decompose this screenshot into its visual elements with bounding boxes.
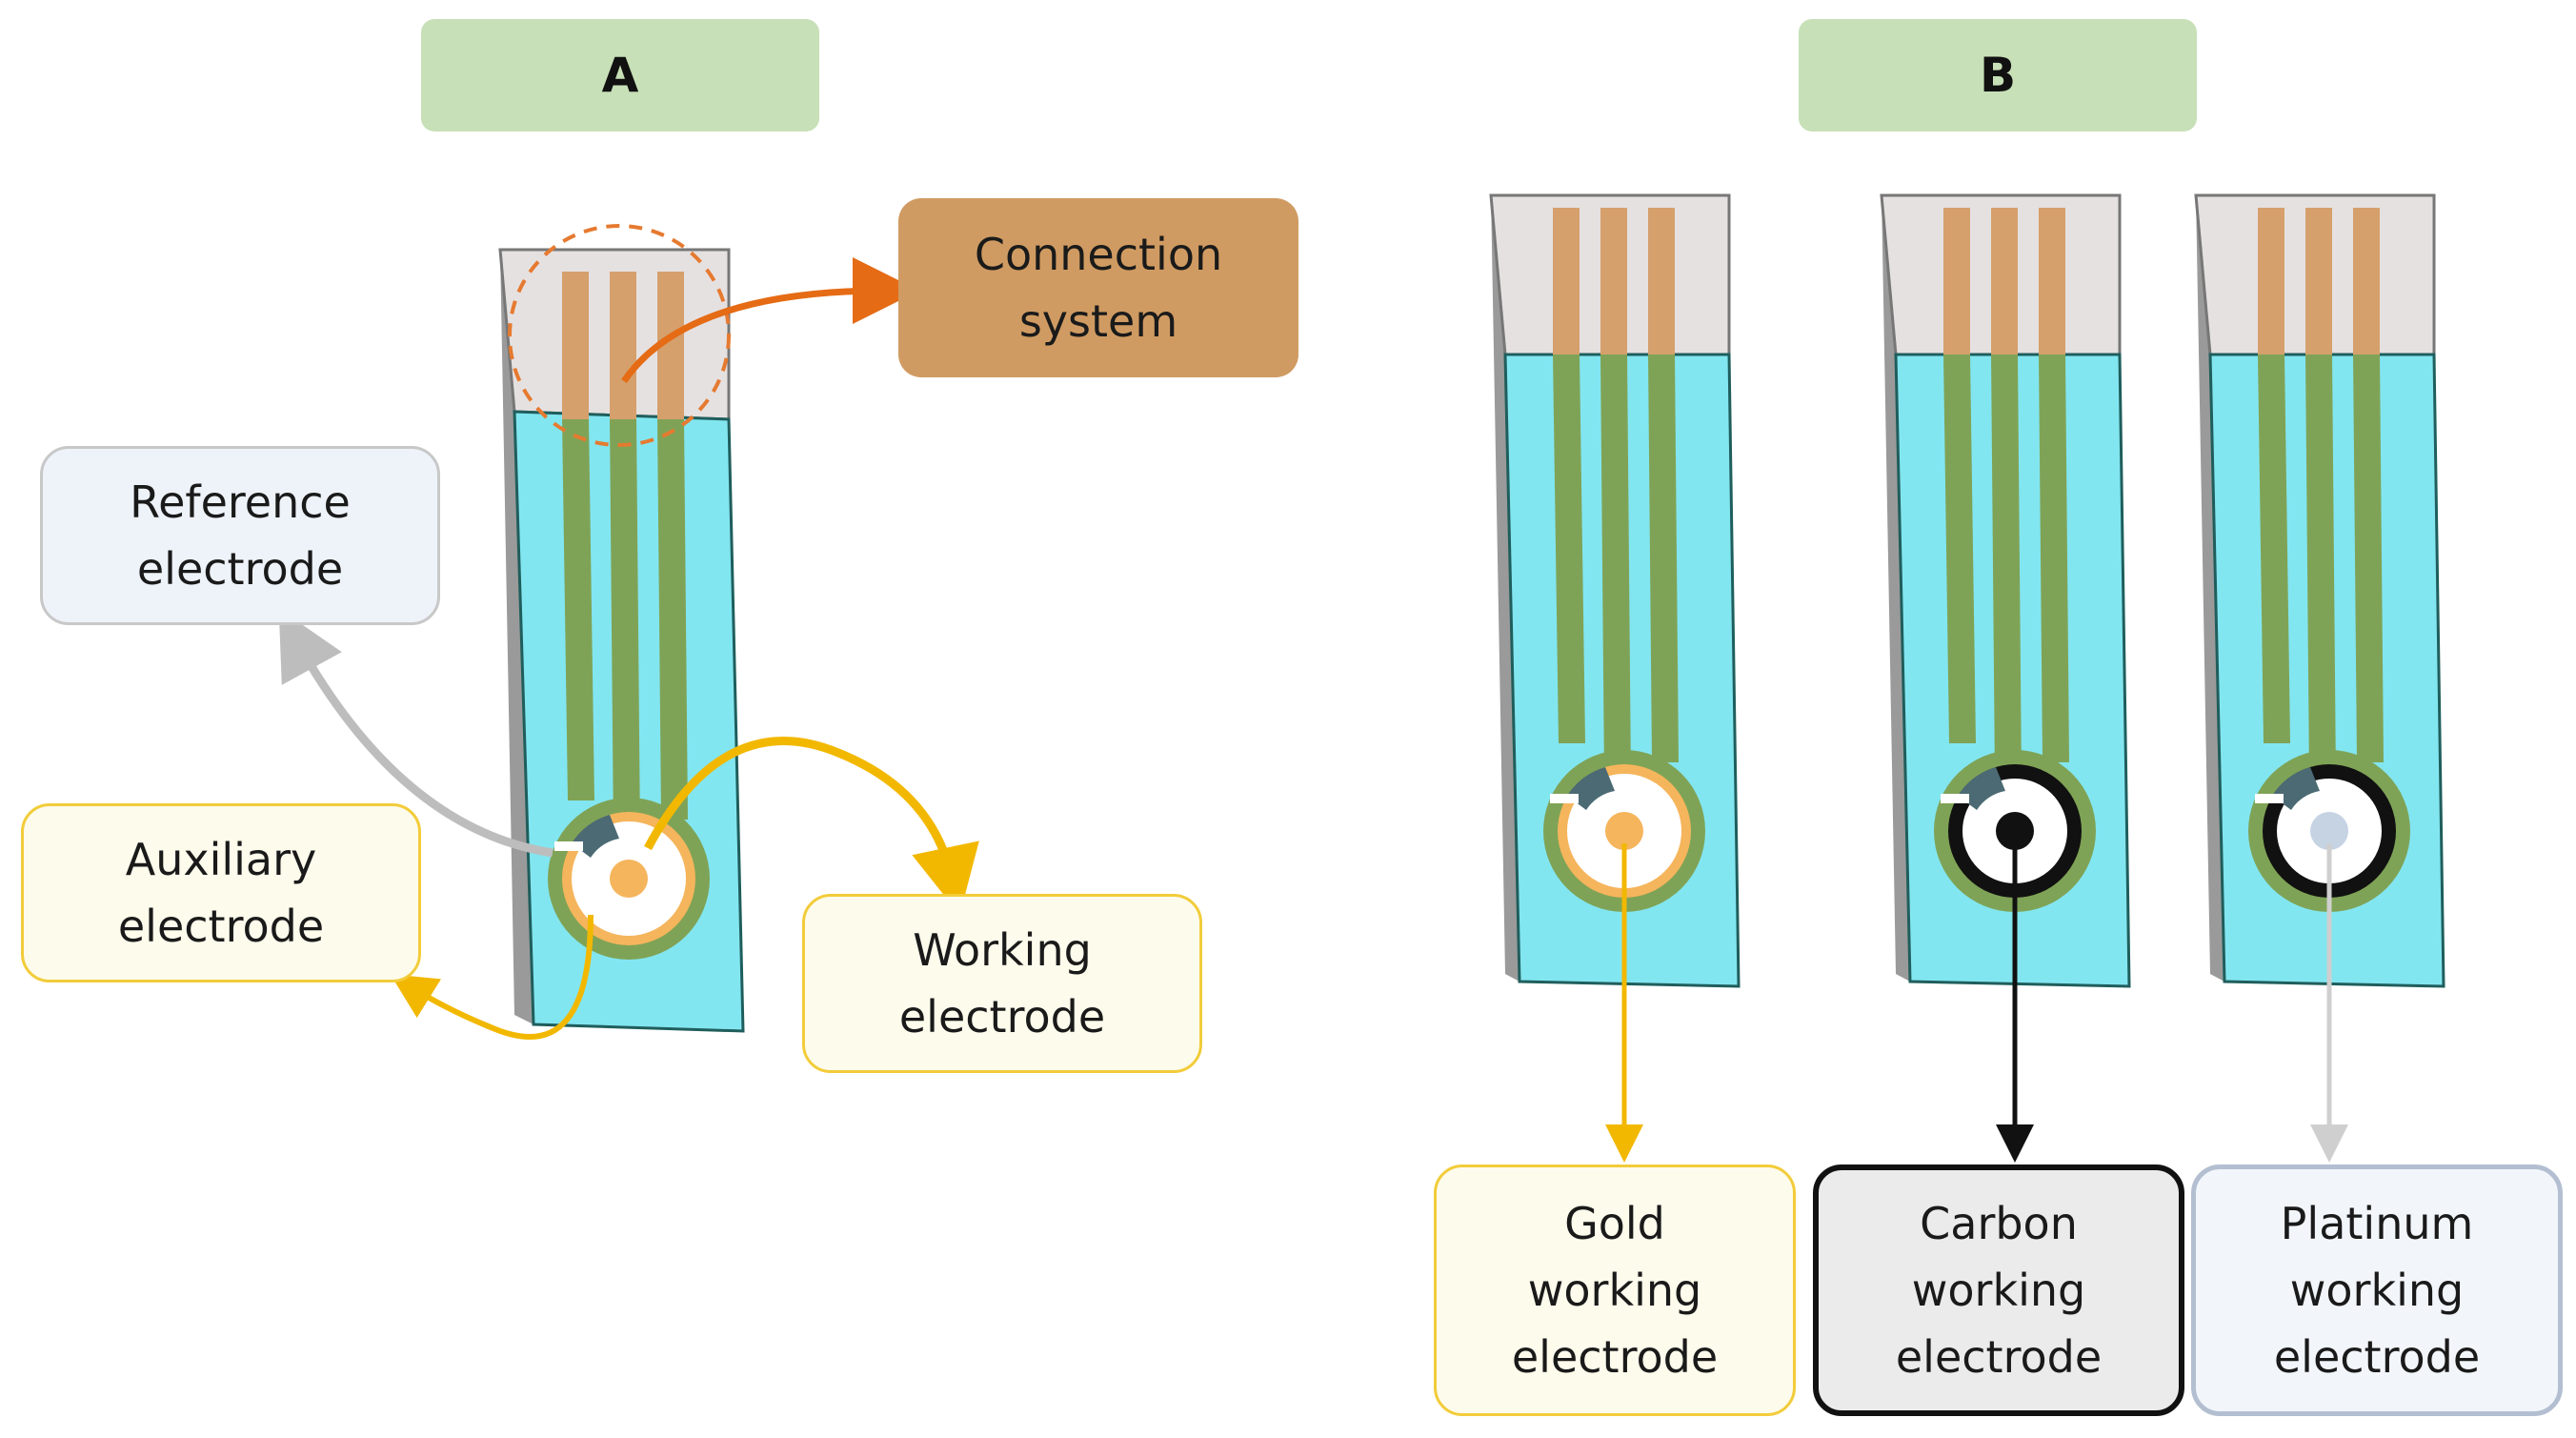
panel-a-tag: A bbox=[421, 19, 819, 132]
connection-line-2: system bbox=[1018, 295, 1178, 347]
reference-arrow bbox=[278, 608, 553, 858]
gold-working-electrode-label: Gold working electrode bbox=[1434, 1165, 1796, 1416]
auxiliary-line-2: electrode bbox=[117, 901, 325, 952]
working-line-1: Working bbox=[913, 924, 1092, 976]
carbon-line-2: working bbox=[1911, 1265, 2086, 1316]
carbon-line-3: electrode bbox=[1895, 1331, 2103, 1383]
platinum-working-electrode-label: Platinum working electrode bbox=[2191, 1165, 2563, 1416]
platinum-line-1: Platinum bbox=[2280, 1198, 2474, 1249]
carbon-electrode-strip bbox=[1880, 193, 2131, 988]
reference-electrode-label: Reference electrode bbox=[40, 446, 440, 625]
connection-line-1: Connection bbox=[974, 229, 1223, 280]
reference-line-2: electrode bbox=[136, 543, 344, 595]
working-electrode-label: Working electrode bbox=[802, 894, 1202, 1073]
working-arrow bbox=[644, 737, 979, 916]
gold-line-3: electrode bbox=[1511, 1331, 1719, 1383]
connection-arrow bbox=[621, 257, 919, 383]
platinum-electrode-strip bbox=[2194, 193, 2445, 988]
gold-line-2: working bbox=[1527, 1265, 1702, 1316]
auxiliary-line-1: Auxiliary bbox=[125, 834, 317, 885]
connection-system-label: Connection system bbox=[898, 198, 1298, 377]
gold-line-1: Gold bbox=[1564, 1198, 1665, 1249]
panel-a-electrode-strip bbox=[498, 224, 745, 1033]
reference-line-1: Reference bbox=[130, 476, 351, 528]
auxiliary-electrode-label: Auxiliary electrode bbox=[21, 803, 421, 982]
gold-electrode-strip bbox=[1489, 193, 1741, 988]
working-line-2: electrode bbox=[898, 991, 1106, 1043]
carbon-working-electrode-label: Carbon working electrode bbox=[1813, 1165, 2184, 1416]
platinum-line-2: working bbox=[2289, 1265, 2465, 1316]
carbon-line-1: Carbon bbox=[1920, 1198, 2078, 1249]
platinum-line-3: electrode bbox=[2273, 1331, 2481, 1383]
auxiliary-arrow bbox=[390, 914, 594, 1040]
panel-b-tag: B bbox=[1799, 19, 2197, 132]
